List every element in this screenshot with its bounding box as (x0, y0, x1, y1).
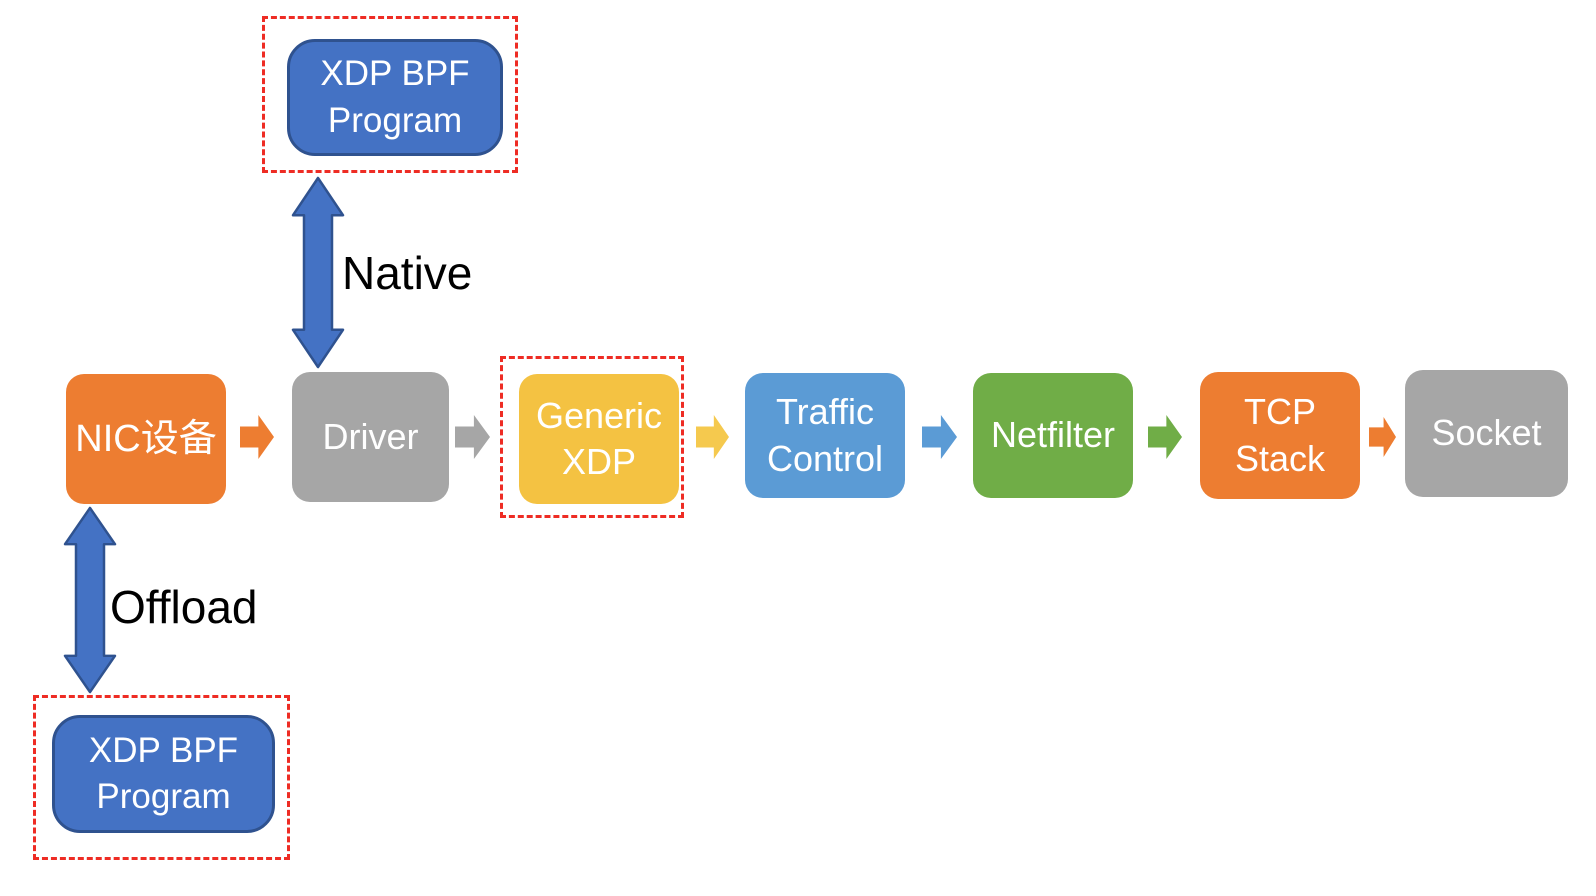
node-nic: NIC设备 (66, 374, 226, 504)
arrow-tcp-stack-to-socket-icon (1369, 417, 1396, 457)
node-driver: Driver (292, 372, 449, 502)
offload-double-arrow-icon (62, 506, 118, 694)
node-nic-label: NIC设备 (75, 417, 217, 460)
native-double-arrow-icon (290, 176, 346, 369)
node-socket: Socket (1405, 370, 1568, 497)
node-netfilter: Netfilter (973, 373, 1133, 498)
offload-program-highlight-frame (33, 695, 290, 860)
node-traffic-control: Traffic Control (745, 373, 905, 498)
arrow-nic-to-driver-icon (240, 415, 274, 459)
native-xdp-program-label: XDP BPF Program (320, 54, 470, 140)
node-tcp-stack-label: TCP Stack (1234, 391, 1326, 479)
arrow-generic-xdp-to-traffic-control-icon (696, 415, 729, 459)
node-tcp-stack: TCP Stack (1200, 372, 1360, 499)
node-driver-label: Driver (322, 415, 419, 457)
arrow-traffic-control-to-netfilter-icon (922, 415, 957, 459)
node-traffic-control-label: Traffic Control (766, 391, 884, 479)
native-program-highlight-frame (262, 16, 518, 173)
node-socket-label: Socket (1431, 412, 1542, 454)
native-xdp-program-node: XDP BPF Program (287, 39, 503, 156)
arrow-netfilter-to-tcp-stack-icon (1148, 415, 1182, 459)
arrow-driver-to-generic-xdp-icon (455, 415, 490, 459)
generic-xdp-highlight-frame (500, 356, 684, 518)
node-generic-xdp: Generic XDP (519, 374, 679, 504)
node-netfilter-label: Netfilter (990, 414, 1116, 456)
node-generic-xdp-label: Generic XDP (535, 394, 663, 482)
native-label: Native (342, 247, 473, 299)
offload-label: Offload (110, 581, 258, 633)
offload-xdp-program-node: XDP BPF Program (52, 715, 275, 833)
offload-xdp-program-label: XDP BPF Program (88, 730, 239, 816)
